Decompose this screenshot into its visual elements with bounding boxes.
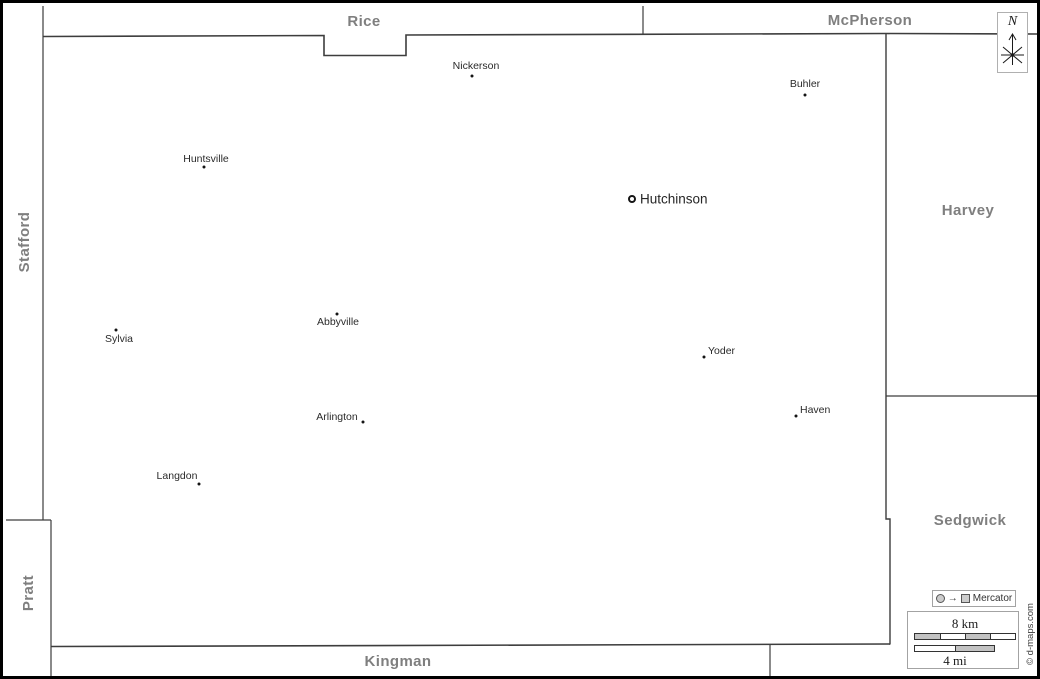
town-label-sylvia: Sylvia — [104, 333, 134, 345]
globe-circle-icon — [935, 594, 945, 603]
arrow-right-icon: → — [947, 592, 958, 604]
town-label-abbyville: Abbyville — [316, 316, 360, 328]
projection-legend: → Mercator — [932, 590, 1016, 607]
town-label-haven: Haven — [800, 404, 831, 416]
projection-name: Mercator — [972, 593, 1013, 604]
map-credit: © d-maps.com — [1025, 603, 1036, 665]
neighbor-label-stafford: Stafford — [16, 211, 33, 273]
town-label-arlington: Arlington — [316, 411, 358, 423]
compass-box: N — [997, 12, 1028, 73]
town-dot-haven — [794, 414, 798, 418]
scale-km-label: 8 km — [951, 616, 979, 631]
neighbor-label-kingman: Kingman — [364, 653, 432, 670]
town-dot-sylvia — [114, 328, 118, 332]
boundary-east — [885, 33, 891, 645]
town-dot-abbyville — [335, 312, 339, 316]
town-dot-arlington — [361, 420, 365, 424]
scale-box: 8 km 4 mi — [907, 611, 1019, 669]
scale-bar-mi — [914, 645, 995, 652]
scale-mi-label: 4 mi — [943, 653, 967, 668]
town-dot-hutchinson — [628, 195, 636, 203]
neighbor-label-pratt: Pratt — [20, 574, 37, 612]
neighbor-label-rice: Rice — [347, 13, 381, 30]
town-label-yoder: Yoder — [708, 345, 736, 357]
boundary-south — [50, 643, 891, 648]
town-dot-huntsville — [202, 165, 206, 169]
town-label-hutchinson: Hutchinson — [640, 191, 708, 207]
town-label-buhler: Buhler — [789, 78, 821, 90]
neighbor-label-harvey: Harvey — [941, 202, 995, 219]
town-dot-yoder — [702, 355, 706, 359]
scale-bar-km — [914, 633, 1016, 640]
boundary-north — [42, 32, 1037, 57]
neighbor-label-mcpherson: McPherson — [827, 12, 913, 29]
map-square-icon — [960, 594, 970, 603]
town-label-nickerson: Nickerson — [452, 60, 500, 72]
town-label-langdon: Langdon — [156, 470, 198, 482]
county-boundary-lines — [6, 6, 1037, 676]
neighbor-label-sedgwick: Sedgwick — [933, 512, 1007, 529]
town-dot-nickerson — [470, 74, 474, 78]
compass-star-icon — [1001, 33, 1024, 65]
town-dot-buhler — [803, 93, 807, 97]
town-dot-langdon — [197, 482, 201, 486]
compass-north-label: N — [1007, 14, 1018, 29]
town-label-huntsville: Huntsville — [183, 153, 229, 165]
